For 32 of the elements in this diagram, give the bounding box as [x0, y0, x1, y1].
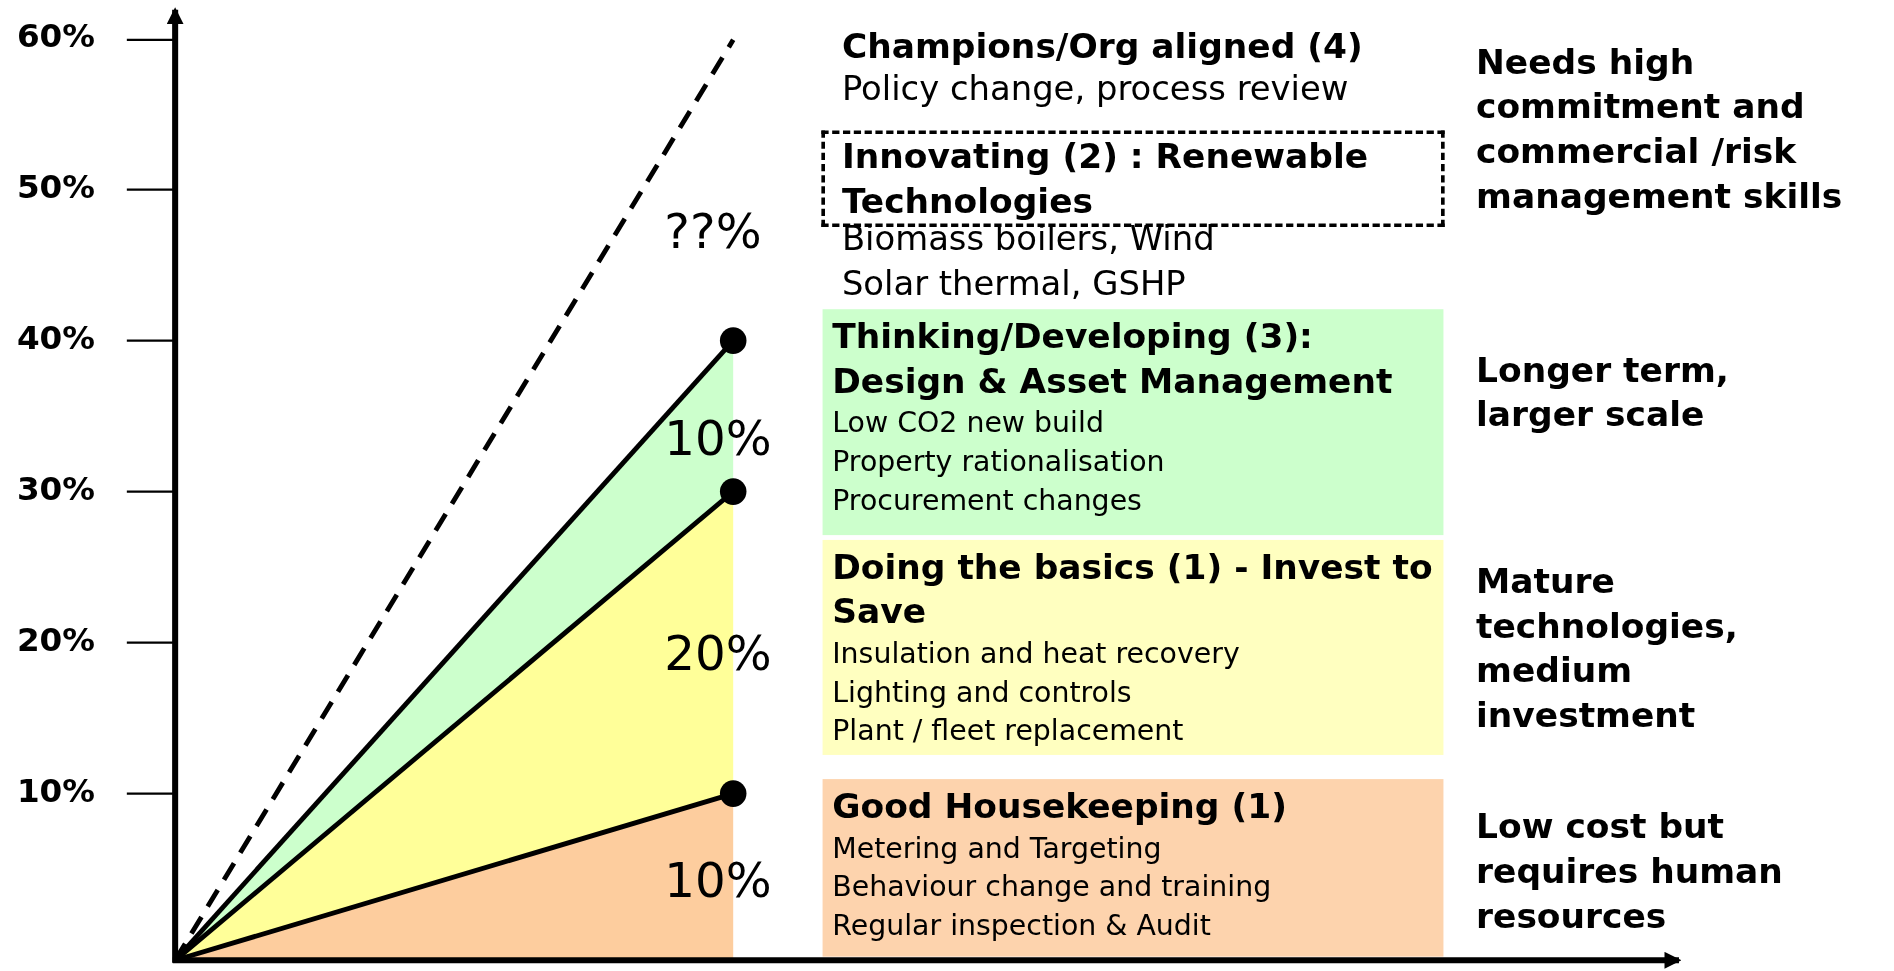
category-box — [822, 779, 1444, 957]
percent-label: 10% — [664, 410, 772, 467]
axis-tick-label: 20% — [16, 620, 95, 659]
list-item: Insulation and heat recovery — [832, 635, 1241, 673]
axis-tick-label: 30% — [16, 469, 95, 508]
note-text: Needs high commitment and commercial /risk management skills — [1476, 41, 1844, 219]
axis-tick-label: 40% — [16, 318, 95, 357]
note-text: Mature technologies, medium investment — [1476, 560, 1739, 738]
list-item: Solar thermal, GSHP — [841, 264, 1186, 304]
percent-label: ??% — [664, 202, 762, 259]
list-item: Low CO2 new build — [832, 404, 1105, 442]
axis-tick-label: 10% — [16, 771, 95, 810]
list-item: Property rationalisation — [832, 443, 1166, 481]
percent-label: 10% — [664, 852, 772, 909]
box-heading: Doing the basics (1) - Invest to Save — [832, 546, 1434, 634]
note-text: Longer term, larger scale — [1476, 349, 1730, 437]
category-box — [822, 539, 1444, 755]
list-item: Regular inspection & Audit — [832, 907, 1212, 945]
body-text: Policy change, process review — [841, 70, 1349, 109]
axis-tick-label: 60% — [16, 16, 95, 55]
axis-tick-label: 50% — [16, 167, 95, 206]
list-item: Behaviour change and training — [832, 868, 1273, 906]
box-heading: Thinking/Developing (3): Design & Asset Management — [832, 315, 1394, 403]
list-item: Lighting and controls — [832, 674, 1133, 712]
category-box — [822, 309, 1444, 536]
list-item: Metering and Targeting — [832, 830, 1163, 867]
percent-label: 20% — [664, 625, 772, 682]
box-heading: Good Housekeeping (1) — [832, 785, 1288, 829]
list-item: Plant / fleet replacement — [832, 712, 1185, 750]
list-item: Procurement changes — [832, 482, 1143, 519]
note-text: Low cost but requires human resources — [1476, 805, 1784, 939]
heading-text: Champions/Org aligned (4) — [841, 25, 1363, 69]
